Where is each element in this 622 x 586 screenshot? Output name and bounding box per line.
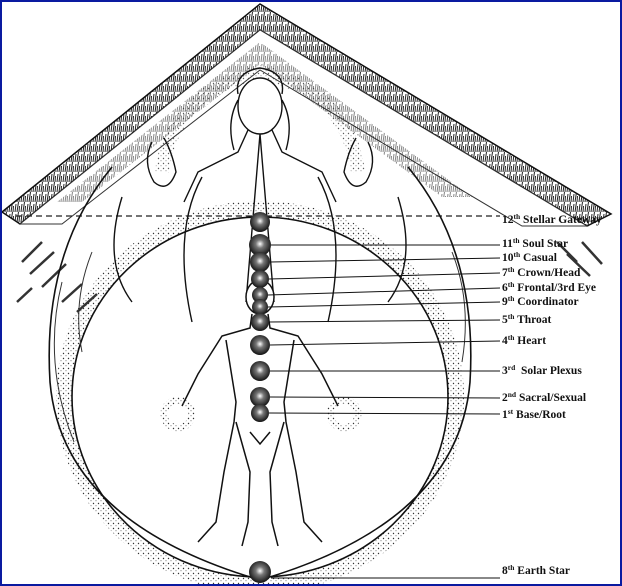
orb-4 xyxy=(250,335,270,355)
pyramid-roof xyxy=(2,3,613,313)
leader-lines xyxy=(267,244,501,579)
upper-figure xyxy=(113,67,407,323)
orb-10 xyxy=(250,252,270,272)
label-8-earth-star: 8th Earth Star xyxy=(502,563,571,577)
orb-1 xyxy=(251,404,269,422)
orb-2 xyxy=(250,387,270,407)
orb-6 xyxy=(252,287,268,303)
label-3-solar-plexus: 3rd Solar Plexus xyxy=(502,363,582,377)
label-4-heart: 4th Heart xyxy=(502,333,547,347)
orb-5 xyxy=(251,313,269,331)
label-12-stellar-gateway: 12th Stellar Gateway xyxy=(502,212,602,226)
label-9-coordinator: 9th Coordinator xyxy=(502,294,579,308)
chakra-orbs xyxy=(249,212,271,583)
label-11-soul-star: 11th Soul Star xyxy=(502,236,569,250)
orb-8 xyxy=(249,561,271,583)
palm-glows xyxy=(160,396,362,432)
label-1-base-root: 1st Base/Root xyxy=(502,407,566,421)
label-6-frontal: 6th Frontal/3rd Eye xyxy=(502,280,596,294)
orb-7 xyxy=(251,270,269,288)
orb-3 xyxy=(250,361,270,381)
orb-11 xyxy=(249,234,271,256)
label-10-casual: 10th Casual xyxy=(502,250,557,264)
label-5-throat: 5th Throat xyxy=(502,312,552,326)
label-7-crown: 7th Crown/Head xyxy=(502,265,581,279)
orb-12 xyxy=(250,212,270,232)
orb-9 xyxy=(252,299,268,315)
label-2-sacral: 2nd Sacral/Sexual xyxy=(502,390,587,404)
